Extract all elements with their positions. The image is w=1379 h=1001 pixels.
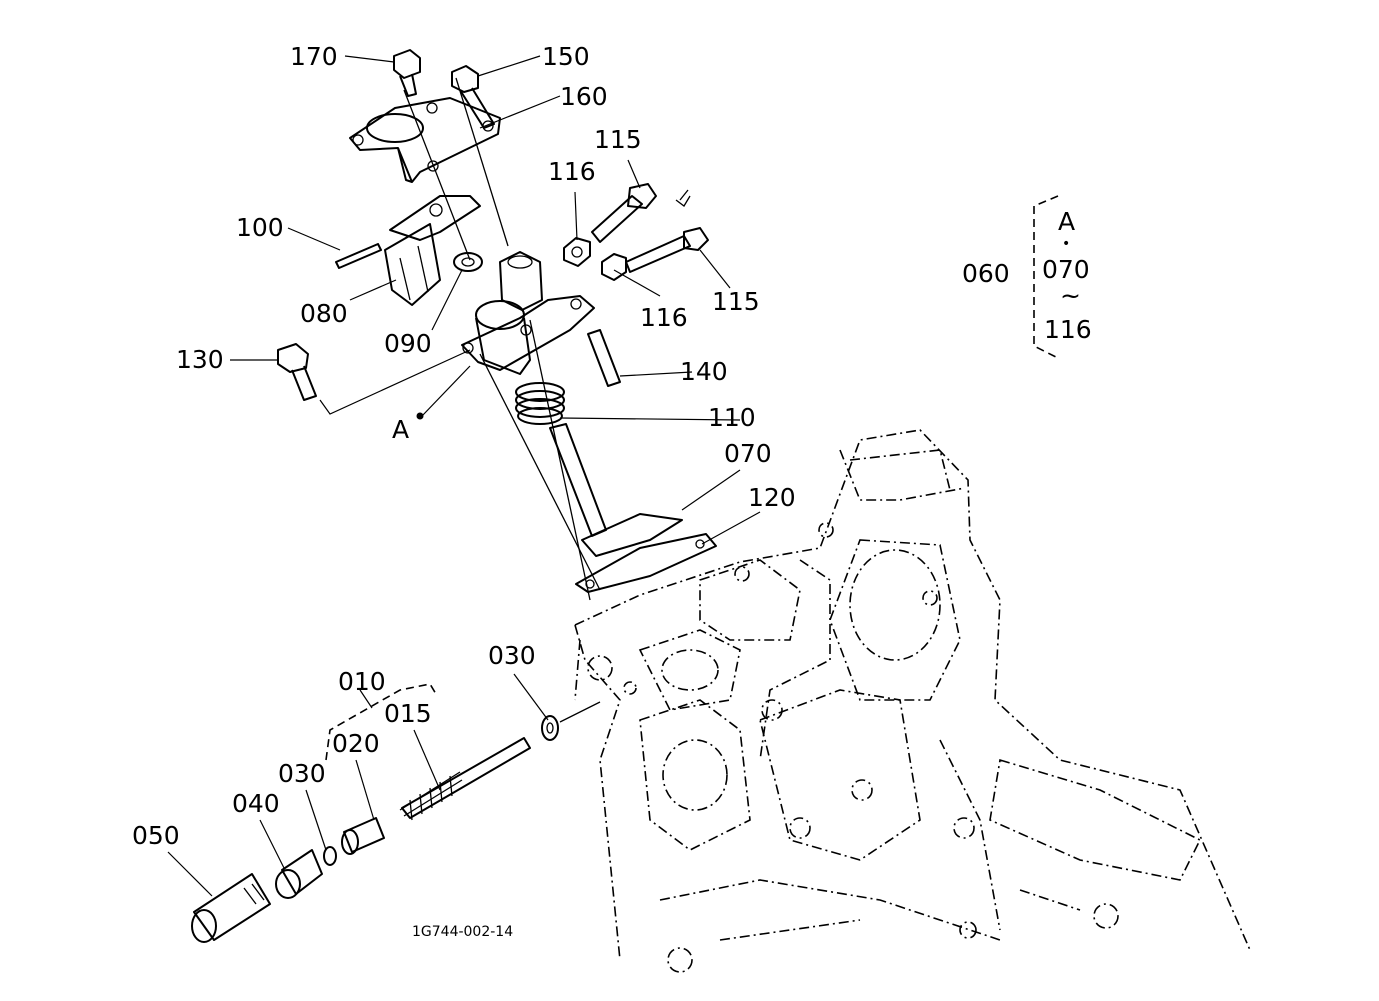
spring-110[interactable] xyxy=(515,382,565,425)
label-020[interactable]: 020 xyxy=(332,729,380,758)
label-160[interactable]: 160 xyxy=(560,82,608,111)
label-120[interactable]: 120 xyxy=(748,483,796,512)
label-a-reference[interactable]: A xyxy=(392,415,409,444)
group-note-range-to[interactable]: 116 xyxy=(1044,315,1092,344)
label-040[interactable]: 040 xyxy=(232,789,280,818)
label-110[interactable]: 110 xyxy=(708,403,756,432)
label-170[interactable]: 170 xyxy=(290,42,338,71)
label-116-upper[interactable]: 116 xyxy=(548,157,596,186)
label-100[interactable]: 100 xyxy=(236,213,284,242)
label-140[interactable]: 140 xyxy=(680,357,728,386)
rod-015[interactable] xyxy=(399,737,531,821)
label-130[interactable]: 130 xyxy=(176,345,224,374)
engine-block-outline xyxy=(574,429,1251,973)
label-116-lower[interactable]: 116 xyxy=(640,303,688,332)
cap-040[interactable] xyxy=(275,849,323,899)
governor-shaft[interactable] xyxy=(549,423,683,557)
pin-100[interactable] xyxy=(335,243,382,269)
label-030-lower[interactable]: 030 xyxy=(278,759,326,788)
figure-reference: 1G744-002-14 xyxy=(412,924,513,940)
washer-030-lower[interactable] xyxy=(323,846,337,866)
group-note-number[interactable]: 060 xyxy=(962,259,1010,288)
label-150[interactable]: 150 xyxy=(542,42,590,71)
lever-assembly[interactable] xyxy=(384,195,481,306)
group-note-tilde: ~ xyxy=(1060,281,1081,310)
thread-end-symbol xyxy=(675,189,691,207)
bolt-115-lower[interactable] xyxy=(625,227,709,273)
label-115-lower[interactable]: 115 xyxy=(712,287,760,316)
sleeve[interactable] xyxy=(499,251,543,311)
bolt-130[interactable] xyxy=(277,343,317,401)
group-note-range-from[interactable]: 070 xyxy=(1042,255,1090,284)
label-090[interactable]: 090 xyxy=(384,329,432,358)
washer-090[interactable] xyxy=(453,252,483,272)
label-050[interactable]: 050 xyxy=(132,821,180,850)
label-015[interactable]: 015 xyxy=(384,699,432,728)
cover-plate-160[interactable] xyxy=(349,97,501,183)
label-010[interactable]: 010 xyxy=(338,667,386,696)
nut-116-upper[interactable] xyxy=(563,237,591,267)
nut-116-lower[interactable] xyxy=(601,253,627,281)
reference-dot-a xyxy=(416,412,424,420)
leader-lines xyxy=(167,55,761,897)
group-note-start-ref: A xyxy=(1058,207,1075,236)
label-080[interactable]: 080 xyxy=(300,299,348,328)
label-070[interactable]: 070 xyxy=(724,439,772,468)
bolt-115-upper[interactable] xyxy=(591,183,657,243)
group-note-060: 060 A • 070 ~ 116 xyxy=(962,195,1092,359)
bushing-020[interactable] xyxy=(341,817,385,855)
bolt-150[interactable] xyxy=(451,65,495,129)
stud-140[interactable] xyxy=(587,329,621,387)
holder-050[interactable] xyxy=(191,873,271,943)
group-bracket-010 xyxy=(325,683,437,761)
label-115-upper[interactable]: 115 xyxy=(594,125,642,154)
label-030-upper[interactable]: 030 xyxy=(488,641,536,670)
bolt-170[interactable] xyxy=(393,49,421,97)
group-note-dot: • xyxy=(1062,236,1070,252)
washer-030-upper[interactable] xyxy=(541,715,559,741)
